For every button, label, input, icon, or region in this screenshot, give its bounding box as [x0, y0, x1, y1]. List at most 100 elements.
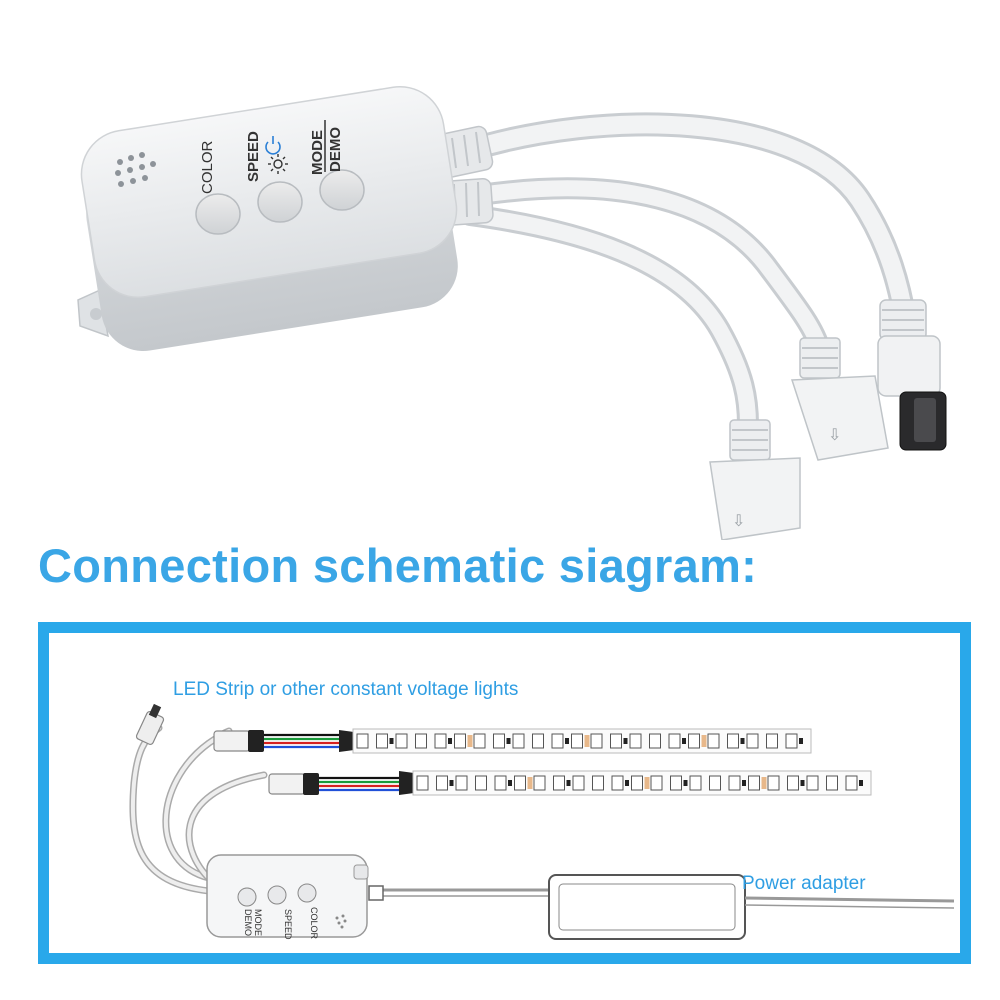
led-chip: [514, 775, 526, 791]
svg-text:⇩: ⇩: [828, 427, 841, 444]
solder-pad: [701, 735, 707, 747]
connection-schematic: MODE DEMO SPEED COLOR: [129, 703, 955, 940]
led-chip: [746, 733, 759, 749]
led-chip: [376, 733, 388, 749]
speed-button[interactable]: [257, 181, 303, 223]
resistor: [800, 780, 805, 786]
solder-pad: [527, 777, 533, 789]
led-strip-1-chips: [356, 733, 803, 749]
led-chip: [395, 733, 408, 749]
schematic-speed-label: SPEED: [283, 909, 293, 940]
led-chip: [571, 733, 583, 749]
schematic-demo-label: DEMO: [243, 909, 253, 936]
dc-plug: [877, 299, 947, 451]
solder-pad: [761, 777, 767, 789]
led-strip-1: [352, 728, 812, 754]
rgb-connector-middle: ⇩: [790, 337, 889, 461]
led-chip: [493, 733, 505, 749]
resistor: [682, 738, 686, 744]
led-chip: [533, 775, 546, 791]
led-chip: [610, 733, 622, 749]
resistor: [449, 780, 454, 786]
led-chip: [668, 733, 681, 749]
led-chip: [709, 775, 721, 791]
controller-cables: [458, 112, 917, 436]
led-chip: [512, 733, 525, 749]
schematic-color-label: COLOR: [309, 907, 319, 940]
solder-pad: [644, 777, 650, 789]
resistor: [625, 780, 629, 786]
led-chip: [572, 775, 585, 791]
color-button[interactable]: [195, 193, 241, 235]
solder-pad: [467, 735, 473, 747]
resistor: [740, 738, 745, 744]
schematic-dc-plug: [135, 703, 165, 746]
led-chip: [415, 733, 427, 749]
section-heading: Connection schematic siagram:: [38, 539, 758, 592]
color-label: COLOR: [199, 140, 216, 194]
led-chip: [649, 733, 661, 749]
microphone-holes-icon: [115, 152, 156, 187]
controller-photo: ⇩ ⇩ COLOR SPEED: [77, 85, 947, 540]
led-chip: [436, 775, 448, 791]
resistor: [389, 738, 394, 744]
demo-label: DEMO: [327, 127, 344, 172]
resistor: [799, 738, 803, 744]
led-chip: [455, 775, 468, 791]
led-chip: [806, 775, 819, 791]
schematic-frame: MODE DEMO SPEED COLOR LED Strip or other…: [38, 622, 971, 964]
schematic-mode-label: MODE: [253, 909, 263, 936]
led-chip: [553, 775, 565, 791]
resistor: [508, 780, 512, 786]
led-chip: [592, 775, 604, 791]
resistor: [623, 738, 628, 744]
power-icon: [265, 136, 281, 155]
led-chip: [767, 775, 780, 791]
led-chip: [845, 775, 858, 791]
resistor: [566, 780, 571, 786]
led-chip: [590, 733, 603, 749]
led-chip: [728, 775, 741, 791]
led-chip: [785, 733, 798, 749]
speed-label: SPEED: [245, 131, 262, 182]
resistor: [448, 738, 452, 744]
led-chip: [434, 733, 447, 749]
solder-pad: [584, 735, 590, 747]
led-chip: [748, 775, 760, 791]
mode-button[interactable]: [319, 169, 365, 211]
led-strip-label: LED Strip or other constant voltage ligh…: [173, 679, 519, 700]
resistor: [565, 738, 569, 744]
led-chip: [826, 775, 838, 791]
schematic-controller: MODE DEMO SPEED COLOR: [206, 854, 369, 940]
schematic-mic-icon: [335, 914, 347, 929]
led-chip: [707, 733, 720, 749]
led-chip: [532, 733, 544, 749]
brightness-icon: [268, 154, 288, 174]
led-strip-2: [412, 770, 872, 796]
led-chip: [787, 775, 799, 791]
resistor: [859, 780, 863, 786]
power-adapter-label: Power adapter: [742, 873, 866, 894]
led-chip: [650, 775, 663, 791]
led-chip: [551, 733, 564, 749]
led-chip: [631, 775, 643, 791]
led-chip: [688, 733, 700, 749]
led-chip: [473, 733, 486, 749]
rgb-connector-left: ⇩: [709, 419, 801, 540]
strip-1-connector: [213, 730, 354, 752]
led-chip: [727, 733, 739, 749]
led-chip: [689, 775, 702, 791]
led-chip: [454, 733, 466, 749]
led-chip: [494, 775, 507, 791]
resistor: [506, 738, 511, 744]
power-adapter: [368, 874, 955, 940]
led-chip: [611, 775, 624, 791]
led-chip: [670, 775, 682, 791]
led-chip: [766, 733, 778, 749]
led-strip-2-chips: [416, 775, 863, 791]
led-chip: [416, 775, 429, 791]
strip-2-connector: [268, 771, 414, 795]
resistor: [742, 780, 746, 786]
led-chip: [475, 775, 487, 791]
led-chip: [356, 733, 369, 749]
